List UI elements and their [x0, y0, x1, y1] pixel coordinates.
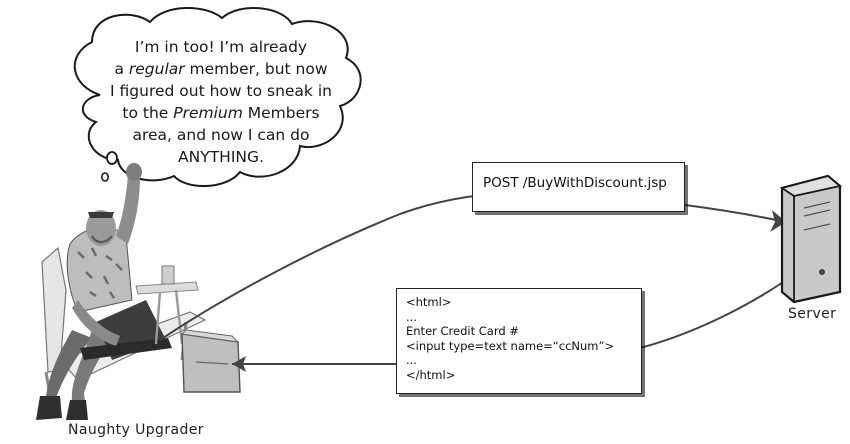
user-label: Naughty Upgrader: [68, 422, 204, 438]
thought-line-1: I’m in too! I’m already: [134, 38, 308, 56]
emphasis-premium: Premium: [173, 104, 243, 122]
thought-bubble-tail: [101, 151, 118, 182]
emphasis-regular: regular: [128, 60, 185, 78]
thought-line-3: I figured out how to sneak in: [110, 82, 332, 100]
response-line-3: Enter Credit Card #: [406, 324, 519, 339]
thought-line-6: ANYTHING.: [178, 148, 264, 166]
response-line-6: </html>: [406, 367, 456, 382]
server-illustration: [779, 174, 842, 304]
thought-line-4: to the Premium Members: [122, 104, 320, 122]
http-request-box: POST /BuyWithDiscount.jsp: [472, 162, 685, 212]
thought-line-2: a regular member, but now: [114, 60, 328, 78]
response-line-5: ...: [406, 353, 417, 368]
server-label: Server: [788, 306, 837, 322]
response-line-4: <input type=text name=“ccNum”>: [406, 338, 615, 353]
thought-bubble-text: I’m in too! I’m already a regular member…: [96, 36, 346, 168]
html-response-box: <html> ... Enter Credit Card # <input ty…: [396, 288, 642, 394]
naughty-upgrader-illustration: [36, 163, 241, 420]
thought-bubble: [73, 7, 362, 187]
thought-line-5: area, and now I can do: [132, 126, 310, 144]
http-request-text: POST /BuyWithDiscount.jsp: [483, 175, 667, 191]
response-line-2: ...: [406, 309, 417, 324]
response-line-1: <html>: [406, 295, 452, 309]
